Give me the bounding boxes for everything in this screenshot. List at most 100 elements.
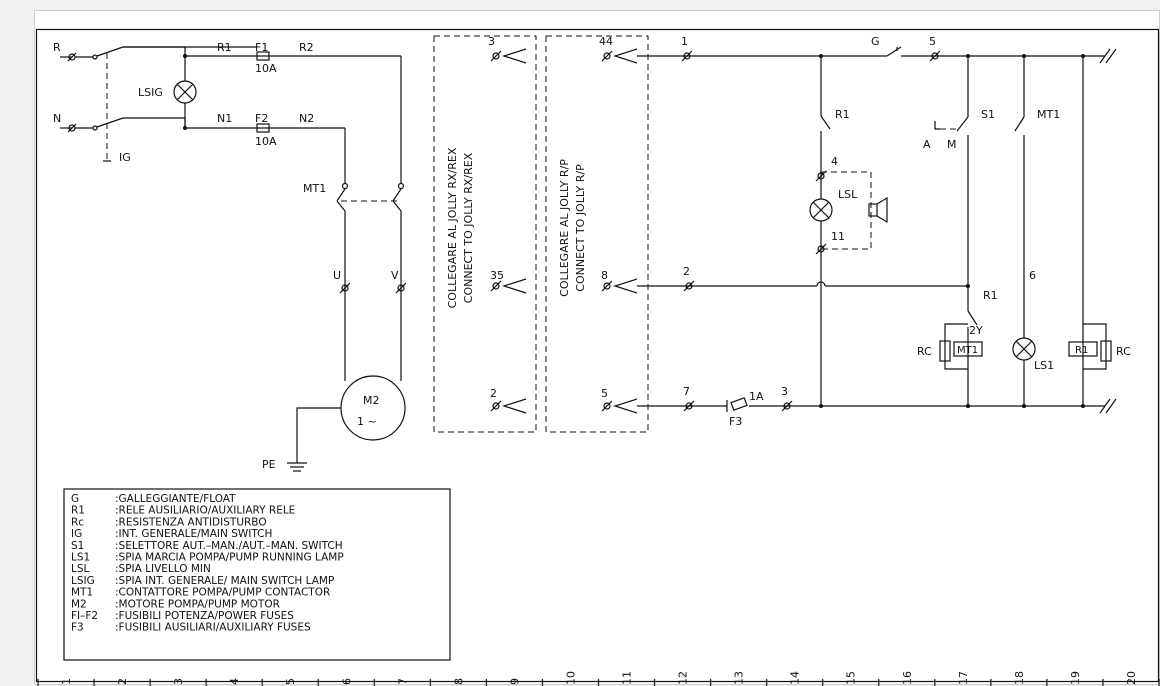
label-t44: 44 — [599, 35, 613, 48]
legend-code: LSIG — [71, 575, 95, 587]
label-N: N — [53, 112, 61, 125]
legend-description: :RELE AUSILIARIO/AUXILIARY RELE — [115, 505, 295, 517]
connector-t8-icon — [601, 278, 638, 294]
label-M: M — [947, 138, 957, 151]
main-switch-ig-icon — [96, 46, 124, 162]
label-w5: 5 — [929, 35, 936, 48]
ruler-label: 14 — [789, 671, 802, 685]
label-G: G — [871, 35, 880, 48]
terminal-w7-icon — [683, 400, 695, 412]
relay-r1-contact-icon — [820, 115, 831, 141]
ruler-label: 4 — [228, 678, 241, 685]
label-R2: R2 — [299, 41, 314, 54]
label-w1: 1 — [681, 35, 688, 48]
label-LSL: LSL — [838, 188, 858, 201]
legend-description: :GALLEGGIANTE/FLOAT — [115, 493, 236, 505]
ruler-label: 7 — [396, 678, 409, 685]
ruler-label: 12 — [677, 671, 690, 685]
ruler-label: 11 — [621, 671, 634, 685]
connector-t35-icon — [490, 278, 527, 294]
ruler-label: 13 — [733, 671, 746, 685]
connector-t3-icon — [490, 48, 527, 64]
label-F2: F2 — [255, 112, 268, 125]
legend-code: FI–F2 — [71, 610, 98, 622]
control-section: 1 G 5 7 1A F3 3 — [183, 35, 1131, 428]
label-F1: F1 — [255, 41, 268, 54]
label-F2-rating: 10A — [255, 135, 277, 148]
legend-description: :FUSIBILI AUSILIARI/AUXILIARY FUSES — [115, 622, 311, 634]
label-w3: 3 — [781, 385, 788, 398]
legend-table: G :GALLEGGIANTE/FLOAT R1 :RELE AUSILIARIO/A… — [63, 488, 451, 661]
legend-description: :SPIA MARCIA POMPA/PUMP RUNNING LAMP — [115, 552, 344, 564]
label-w2: 2 — [683, 265, 690, 278]
relay-r1-contact-2-icon — [967, 310, 978, 335]
label-S1: S1 — [981, 108, 995, 121]
ground-pe-icon — [287, 462, 307, 472]
terminal-V-icon — [395, 282, 407, 294]
jolly-box-rx-rex: COLLEGARE AL JOLLY RX/REX CONNECT TO JOL… — [433, 35, 537, 433]
terminal-N-icon — [60, 123, 98, 133]
float-switch-g-icon — [886, 46, 902, 57]
legend-code: R1 — [71, 505, 85, 517]
label-LSIG: LSIG — [138, 86, 163, 99]
label-n11: 11 — [831, 230, 845, 243]
legend-description: :SELETTORE AUT.–MAN./AUT.–MAN. SWITCH — [115, 540, 343, 552]
break-bottom-icon — [1099, 398, 1117, 414]
label-n2Y: 2Y — [969, 324, 983, 337]
ruler-label: 3 — [172, 678, 185, 685]
label-MT1-power: MT1 — [303, 182, 326, 195]
label-R1-line: R1 — [217, 41, 232, 54]
legend-description: :RESISTENZA ANTIDISTURBO — [115, 516, 267, 528]
terminal-U-icon — [339, 282, 351, 294]
jolly1-line2: CONNECT TO JOLLY RX/REX — [462, 152, 475, 303]
resistor-rc-right-icon — [1100, 340, 1112, 362]
ruler-label: 15 — [845, 671, 858, 685]
terminal-w3-icon — [781, 400, 793, 412]
label-LS1: LS1 — [1034, 359, 1054, 372]
legend-code: S1 — [71, 540, 84, 552]
label-R1-coil-contact: R1 — [983, 289, 998, 302]
ruler-label: 5 — [284, 678, 297, 685]
fuse-f1-icon — [251, 51, 275, 61]
lamp-lsl-icon — [809, 198, 833, 222]
wiring-schematic: R N IG R1 F1 — [35, 28, 1160, 686]
ruler-label: 20 — [1125, 671, 1138, 685]
legend-description: :SPIA INT. GENERALE/ MAIN SWITCH LAMP — [115, 575, 334, 587]
legend-code: Rc — [71, 516, 84, 528]
legend-description: :INT. GENERALE/MAIN SWITCH — [115, 528, 272, 540]
label-t35: 35 — [490, 269, 504, 282]
power-section: R N IG R1 F1 — [53, 41, 407, 472]
motor-m2-icon — [340, 375, 406, 441]
legend-code: G — [71, 493, 79, 505]
terminal-w5-icon — [929, 50, 941, 62]
label-PE: PE — [262, 458, 276, 471]
resistor-rc-left-icon — [939, 340, 951, 362]
connector-t5-icon — [601, 398, 638, 414]
label-t2: 2 — [490, 387, 497, 400]
label-RC-left: RC — [917, 345, 932, 358]
label-F3: F3 — [729, 415, 742, 428]
legend-code: F3 — [71, 622, 84, 634]
fuse-f2-icon — [251, 123, 275, 133]
terminal-n4-icon — [815, 170, 827, 182]
terminal-R-icon — [60, 52, 98, 62]
label-M2-phase: 1 ~ — [357, 415, 377, 428]
selector-s1-icon — [934, 116, 969, 141]
ruler-label: 6 — [340, 678, 353, 685]
jolly2-line2: CONNECT TO JOLLY R/P — [574, 164, 587, 292]
legend-description: :SPIA LIVELLO MIN — [115, 563, 211, 575]
contactor-mt1-aux-icon — [1014, 116, 1025, 141]
label-M2: M2 — [363, 394, 380, 407]
connector-t2-icon — [490, 398, 527, 414]
label-R: R — [53, 41, 61, 54]
label-MT1-coil: MT1 — [957, 345, 978, 356]
legend-code: LSL — [71, 563, 90, 575]
ruler-label: 10 — [564, 671, 577, 685]
ruler-label: 19 — [1069, 671, 1082, 685]
legend-description: :MOTORE POMPA/PUMP MOTOR — [115, 598, 280, 610]
label-N1: N1 — [217, 112, 232, 125]
legend-description: :CONTATTORE POMPA/PUMP CONTACTOR — [115, 587, 330, 599]
label-V: V — [391, 269, 399, 282]
ruler-label: 18 — [1013, 671, 1026, 685]
lamp-ls1-icon — [1012, 337, 1036, 361]
